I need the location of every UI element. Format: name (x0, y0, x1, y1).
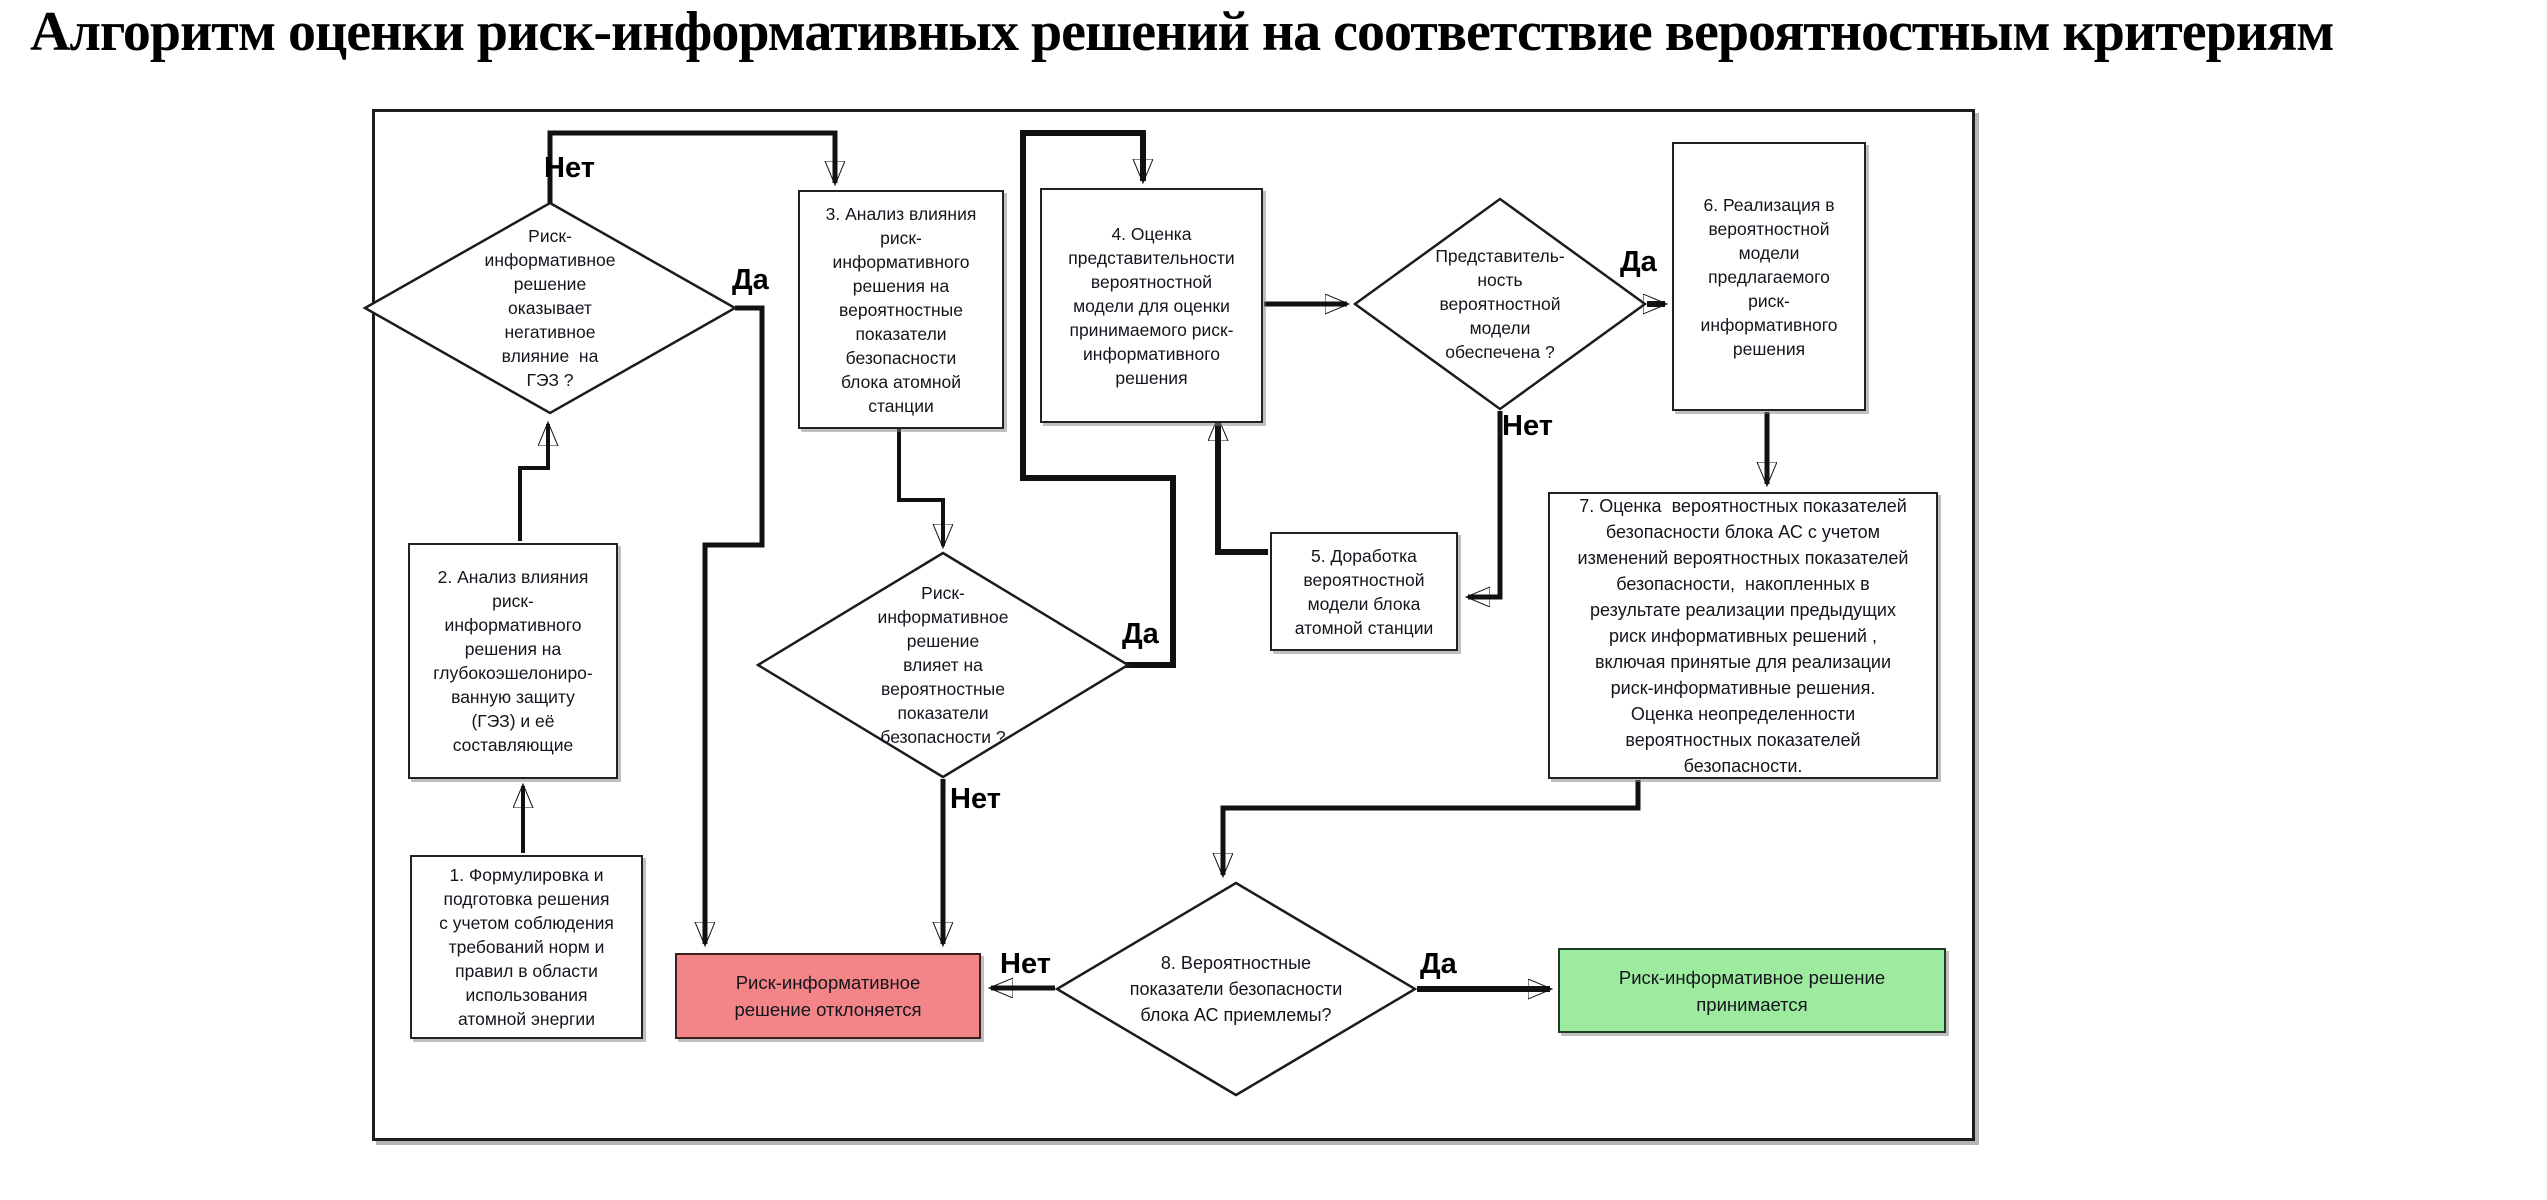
step-7-box: 7. Оценка вероятностных показателей безо… (1548, 492, 1938, 779)
edge-step3-to-decision2 (897, 428, 943, 546)
decision-8-shape (1054, 881, 1418, 1097)
decision-8-no-label: Нет (1000, 948, 1051, 980)
decision-2-yes-label: Да (1122, 618, 1159, 650)
decision-8-text: 8. Вероятностные показатели безопасности… (1129, 953, 1343, 1025)
decision-2-shape (755, 551, 1131, 779)
edge-decision1-yes-to-reject (705, 305, 765, 944)
edge-step5-to-step4 (1218, 419, 1268, 555)
edge-step2-to-decision1 (518, 424, 548, 541)
step-2-box: 2. Анализ влияния риск- информативного р… (408, 543, 618, 779)
step-7-text: 7. Оценка вероятностных показателей безо… (1577, 495, 1909, 776)
edge-decision3-no-to-step5 (1468, 411, 1503, 597)
edge-step7-to-decision8 (1223, 780, 1641, 875)
edge-decision2-yes-to-step4 (1020, 130, 1176, 668)
decision-2-label: Риск- информативное решение влияет на ве… (758, 553, 1128, 777)
decision-8-yes-label: Да (1420, 948, 1457, 980)
step-6-text: 6. Реализация в вероятностной модели пре… (1700, 194, 1838, 359)
decision-3-text: Представитель- ность вероятностной модел… (1435, 246, 1565, 362)
decision-3-shape (1352, 197, 1648, 411)
decision-8-label: 8. Вероятностные показатели безопасности… (1057, 883, 1415, 1095)
step-2-text: 2. Анализ влияния риск- информативного р… (433, 567, 593, 755)
decision-2-text: Риск- информативное решение влияет на ве… (877, 583, 1009, 747)
decision-1-label: Риск- информативное решение оказывает не… (365, 203, 735, 413)
edge-decision1-no-to-step3 (547, 130, 835, 205)
step-1-box: 1. Формулировка и подготовка решения с у… (410, 855, 643, 1039)
step-5-box: 5. Доработка вероятностной модели блока … (1270, 532, 1458, 651)
page-title: Алгоритм оценки риск-информативных решен… (30, 1, 2334, 63)
step-1-text: 1. Формулировка и подготовка решения с у… (439, 865, 614, 1029)
decision-3-yes-label: Да (1620, 246, 1657, 278)
accept-text: Риск-информативное решение принимается (1618, 966, 1886, 1015)
decision-1-no-label: Нет (544, 152, 595, 184)
accept-box: Риск-информативное решение принимается (1558, 948, 1946, 1033)
reject-text: Риск-информативное решение отклоняется (734, 972, 922, 1020)
step-4-text: 4. Оценка представительности вероятностн… (1068, 223, 1235, 388)
decision-3-label: Представитель- ность вероятностной модел… (1355, 199, 1645, 409)
decision-3-no-label: Нет (1502, 410, 1553, 442)
decision-1-text: Риск- информативное решение оказывает не… (484, 226, 616, 390)
step-3-text: 3. Анализ влияния риск- информативного р… (825, 203, 977, 416)
step-6-box: 6. Реализация в вероятностной модели пре… (1672, 142, 1866, 411)
step-3-box: 3. Анализ влияния риск- информативного р… (798, 190, 1004, 429)
step-5-text: 5. Доработка вероятностной модели блока … (1294, 545, 1434, 638)
decision-1-yes-label: Да (732, 264, 769, 296)
reject-box: Риск-информативное решение отклоняется (675, 953, 981, 1039)
decision-2-no-label: Нет (950, 783, 1001, 815)
step-4-box: 4. Оценка представительности вероятностн… (1040, 188, 1263, 423)
decision-1-shape (362, 201, 738, 415)
